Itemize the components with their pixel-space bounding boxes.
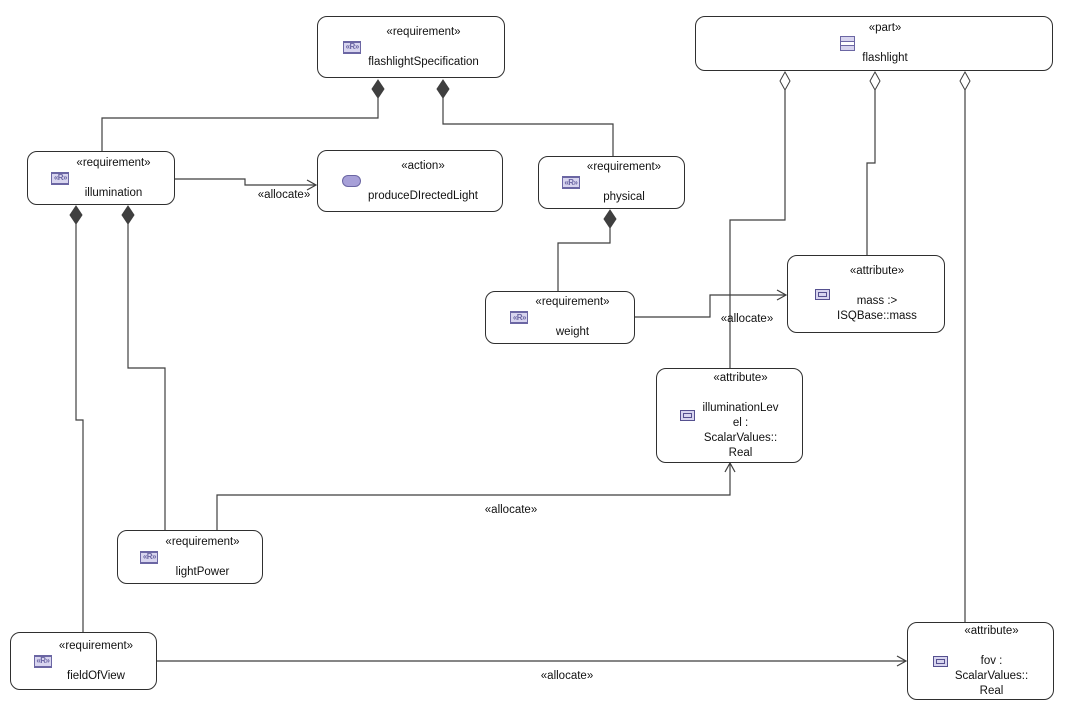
node-requirement-fieldOfView[interactable]: «R» «requirement» fieldOfView bbox=[10, 632, 157, 690]
node-stereotype: «requirement» bbox=[586, 161, 662, 173]
node-label: produceDIrectedLight bbox=[368, 189, 478, 202]
edge-composition-spec-illumination[interactable] bbox=[101, 79, 385, 151]
node-requirement-physical[interactable]: «R» «requirement» physical bbox=[538, 156, 685, 209]
edge-allocate-fieldOfView-fov[interactable] bbox=[157, 655, 908, 667]
node-stereotype: «attribute» bbox=[713, 371, 768, 384]
edge-composition-illumination-fieldOfView[interactable] bbox=[69, 205, 84, 632]
edge-reference-flashlight-fov[interactable] bbox=[959, 70, 971, 622]
node-text: «attribute» fov : ScalarValues:: Real bbox=[955, 624, 1028, 699]
node-label: fov : ScalarValues:: Real bbox=[954, 654, 1029, 697]
node-label: fieldOfView bbox=[67, 669, 125, 682]
node-attribute-fov[interactable]: «attribute» fov : ScalarValues:: Real bbox=[907, 622, 1054, 700]
node-label: illuminationLev el : ScalarValues:: Real bbox=[702, 401, 779, 459]
node-stereotype: «requirement» bbox=[76, 156, 151, 169]
edge-label-allocate: «allocate» bbox=[540, 670, 594, 682]
node-label: flashlight bbox=[862, 52, 908, 64]
edge-reference-flashlight-illuminationLevel[interactable] bbox=[729, 70, 791, 368]
node-part-flashlight[interactable]: «part» flashlight bbox=[695, 16, 1053, 71]
edge-allocate-weight-mass[interactable] bbox=[635, 289, 788, 318]
node-text: «attribute» illuminationLev el : ScalarV… bbox=[702, 371, 778, 461]
requirement-icon: «R» bbox=[140, 550, 159, 564]
edge-composition-illumination-lightPower[interactable] bbox=[121, 205, 166, 530]
node-text: «requirement» flashlightSpecification bbox=[368, 25, 479, 70]
node-text: «attribute» mass :> ISQBase::mass bbox=[837, 264, 917, 324]
node-label: mass :> ISQBase::mass bbox=[837, 295, 917, 322]
node-requirement-illumination[interactable]: «R» «requirement» illumination bbox=[27, 151, 175, 205]
node-stereotype: «requirement» bbox=[386, 25, 461, 38]
action-icon bbox=[342, 175, 362, 187]
node-label: physical bbox=[603, 191, 645, 203]
node-text: «action» produceDIrectedLight bbox=[368, 159, 478, 204]
edge-allocate-illumination-action[interactable] bbox=[175, 178, 318, 191]
node-requirement-weight[interactable]: «R» «requirement» weight bbox=[485, 291, 635, 344]
requirement-icon: «R» bbox=[510, 311, 529, 324]
node-stereotype: «attribute» bbox=[849, 265, 905, 277]
node-text: «requirement» lightPower bbox=[165, 535, 239, 580]
node-stereotype: «requirement» bbox=[535, 296, 610, 308]
node-requirement-flashlightSpecification[interactable]: «R» «requirement» flashlightSpecificatio… bbox=[317, 16, 505, 78]
edge-label-allocate: «allocate» bbox=[720, 313, 774, 325]
edge-composition-spec-physical[interactable] bbox=[436, 79, 614, 156]
edge-allocate-lightPower-illuminationLevel[interactable] bbox=[216, 461, 736, 530]
node-text: «requirement» weight bbox=[535, 295, 609, 340]
edge-label-allocate: «allocate» bbox=[484, 504, 538, 516]
attribute-icon bbox=[932, 655, 948, 667]
edge-label-allocate: «allocate» bbox=[257, 189, 311, 201]
node-stereotype: «attribute» bbox=[964, 624, 1019, 637]
requirement-icon: «R» bbox=[33, 654, 52, 668]
node-stereotype: «requirement» bbox=[58, 639, 134, 652]
node-stereotype: «requirement» bbox=[165, 535, 240, 548]
node-action-produceDIrectedLight[interactable]: «action» produceDIrectedLight bbox=[317, 150, 503, 212]
node-label: flashlightSpecification bbox=[368, 55, 479, 68]
requirement-icon: «R» bbox=[561, 176, 580, 189]
node-label: lightPower bbox=[175, 565, 230, 578]
node-label: weight bbox=[555, 326, 590, 338]
node-stereotype: «part» bbox=[868, 22, 902, 34]
node-text: «requirement» physical bbox=[587, 160, 661, 205]
part-icon bbox=[840, 36, 856, 51]
node-text: «requirement» fieldOfView bbox=[59, 639, 133, 684]
node-stereotype: «action» bbox=[401, 159, 445, 172]
attribute-icon bbox=[680, 410, 696, 421]
node-text: «requirement» illumination bbox=[76, 156, 150, 201]
node-attribute-mass[interactable]: «attribute» mass :> ISQBase::mass bbox=[787, 255, 945, 333]
edge-reference-flashlight-mass[interactable] bbox=[866, 70, 881, 255]
node-attribute-illuminationLevel[interactable]: «attribute» illuminationLev el : ScalarV… bbox=[656, 368, 803, 463]
node-text: «part» flashlight bbox=[862, 21, 907, 66]
node-requirement-lightPower[interactable]: «R» «requirement» lightPower bbox=[117, 530, 263, 584]
requirement-icon: «R» bbox=[343, 40, 362, 54]
attribute-icon bbox=[815, 288, 831, 300]
edge-composition-physical-weight[interactable] bbox=[557, 209, 617, 291]
requirement-icon: «R» bbox=[51, 171, 70, 185]
node-label: illumination bbox=[84, 186, 143, 199]
